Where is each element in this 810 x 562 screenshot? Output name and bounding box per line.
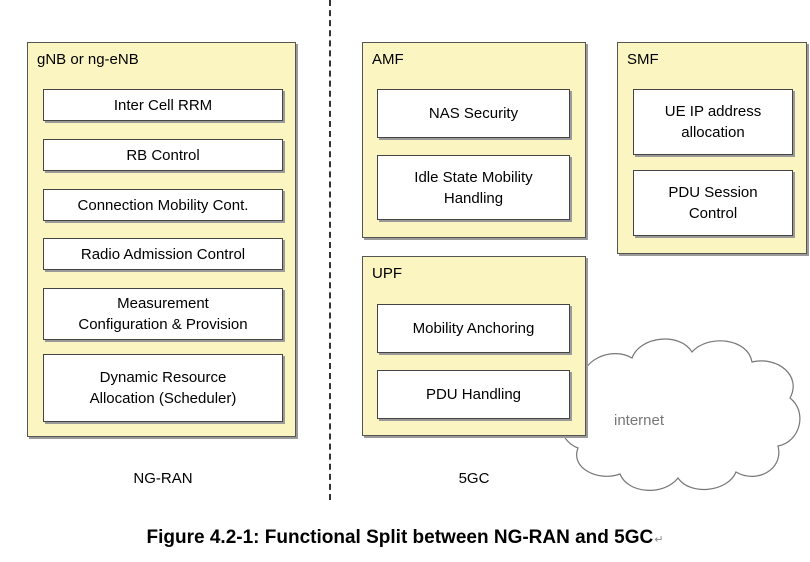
paragraph-mark: ↵ bbox=[654, 534, 664, 546]
internet-label: internet bbox=[614, 412, 665, 429]
idle-state-mobility-box: Idle State Mobility Handling bbox=[377, 155, 570, 220]
measurement-configuration-box: Measurement Configuration & Provision bbox=[43, 288, 283, 340]
upf-node-title: UPF bbox=[372, 265, 402, 282]
mobility-anchoring-box: Mobility Anchoring bbox=[377, 304, 570, 353]
ng-ran-label: NG-RAN bbox=[133, 470, 193, 487]
amf-node-title: AMF bbox=[372, 51, 404, 68]
pdu-handling-box: PDU Handling bbox=[377, 370, 570, 419]
connection-mobility-box: Connection Mobility Cont. bbox=[43, 189, 283, 221]
rb-control-box: RB Control bbox=[43, 139, 283, 171]
figure-caption: Figure 4.2-1: Functional Split between N… bbox=[0, 527, 810, 549]
pdu-session-control-box: PDU Session Control bbox=[633, 170, 793, 236]
inter-cell-rrm-box: Inter Cell RRM bbox=[43, 89, 283, 121]
smf-node-title: SMF bbox=[627, 51, 659, 68]
figure-caption-text: Figure 4.2-1: Functional Split between N… bbox=[146, 527, 654, 548]
nas-security-box: NAS Security bbox=[377, 89, 570, 138]
5gc-label: 5GC bbox=[458, 470, 490, 487]
ran-core-divider bbox=[329, 0, 331, 500]
ue-ip-allocation-box: UE IP address allocation bbox=[633, 89, 793, 155]
dynamic-resource-allocation-box: Dynamic Resource Allocation (Scheduler) bbox=[43, 354, 283, 422]
gnb-node-title: gNB or ng-eNB bbox=[37, 51, 139, 68]
radio-admission-control-box: Radio Admission Control bbox=[43, 238, 283, 270]
